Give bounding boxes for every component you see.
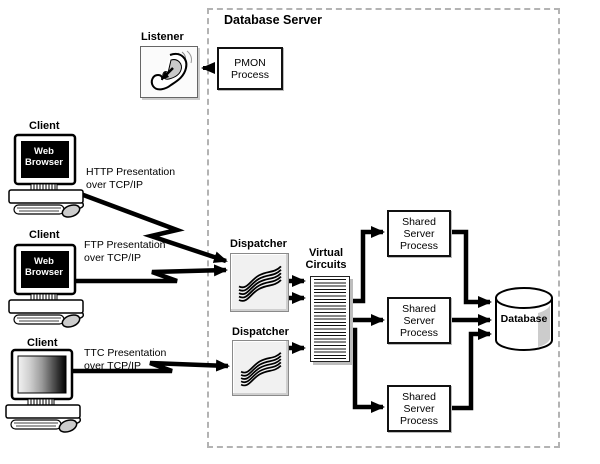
database-label: Database (500, 313, 548, 325)
client-2-computer-icon (8, 243, 85, 328)
arrow-ss3-to-database (449, 328, 492, 411)
client-3-computer-icon (5, 348, 82, 433)
shared-server-process-2: Shared Server Process (387, 297, 451, 344)
arrow-vc-to-ss3 (348, 327, 385, 413)
arrow-http-client-to-dispatcher1 (77, 190, 228, 264)
listener-box (140, 46, 198, 98)
waves-icon (240, 352, 282, 387)
client-1-label: Client (29, 120, 60, 132)
shared-server-process-3: Shared Server Process (387, 385, 451, 432)
virtual-circuits-label: Virtual Circuits (305, 247, 347, 271)
database-cylinder-icon (495, 287, 553, 351)
virtual-circuits-stripes (314, 279, 346, 359)
database-server-boundary (207, 8, 560, 448)
protocol-label-http: HTTP Presentation over TCP/IP (86, 166, 176, 191)
client-1-computer-icon (8, 133, 85, 218)
client-2-label: Client (29, 229, 60, 241)
database-server-title: Database Server (224, 13, 322, 27)
client-2-screen-text: Web Browser (24, 256, 63, 278)
waves-icon (238, 265, 282, 302)
arrow-ttc-client-to-dispatcher2 (73, 359, 230, 374)
protocol-label-ftp: FTP Presentation over TCP/IP (84, 239, 166, 264)
arrow-ftp-client-to-dispatcher1 (75, 264, 228, 284)
dispatcher-1-box (230, 253, 289, 312)
listener-label: Listener (141, 31, 184, 43)
protocol-label-ttc: TTC Presentation over TCP/IP (84, 347, 167, 372)
dispatcher-2-label: Dispatcher (232, 326, 289, 338)
virtual-circuits-box (310, 276, 350, 362)
dispatcher-2-box (232, 340, 289, 396)
pmon-process-box: PMON Process (217, 47, 283, 90)
client-3-label: Client (27, 337, 58, 349)
shared-server-process-1: Shared Server Process (387, 210, 451, 257)
arrow-vc-to-ss1 (348, 226, 385, 304)
ear-icon (150, 50, 192, 91)
arrow-ss1-to-database (449, 229, 492, 308)
client-1-screen-text: Web Browser (24, 146, 63, 168)
dispatcher-1-label: Dispatcher (230, 238, 287, 250)
